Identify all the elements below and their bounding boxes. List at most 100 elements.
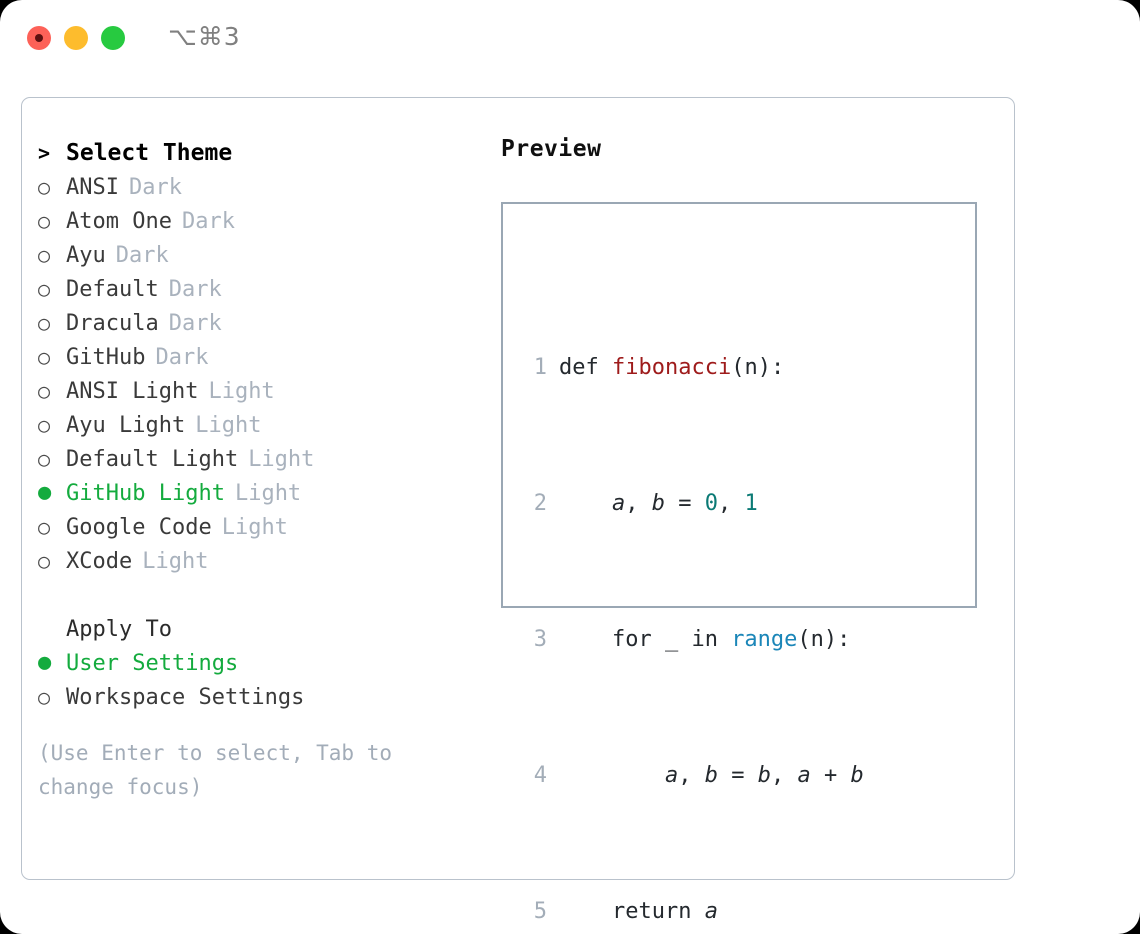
theme-name: Ayu Light xyxy=(66,412,186,438)
prompt-caret-icon: > xyxy=(38,141,51,165)
theme-variant: Dark xyxy=(181,208,235,234)
code-token: for _ in xyxy=(559,627,732,652)
radio-off-icon[interactable]: ○ xyxy=(38,209,51,233)
radio-off-icon[interactable]: ○ xyxy=(38,277,51,301)
theme-option-default-light[interactable]: ○ Default Light Light xyxy=(38,442,468,476)
theme-name: Default Light xyxy=(66,446,239,472)
radio-off-icon[interactable]: ○ xyxy=(38,413,51,437)
apply-to-option-user-settings[interactable]: ● User Settings xyxy=(38,646,468,680)
code-line: 4 a, b = b, a + b xyxy=(521,759,890,793)
code-line: 2 a, b = 0, 1 xyxy=(521,487,890,521)
apply-to-option-label: User Settings xyxy=(66,650,239,676)
code-token xyxy=(559,491,612,516)
preview-title: Preview xyxy=(501,136,602,162)
theme-option-ayu-light[interactable]: ○ Ayu Light Light xyxy=(38,408,468,442)
radio-off-icon[interactable]: ○ xyxy=(38,243,51,267)
theme-variant: Light xyxy=(208,378,275,404)
radio-on-icon[interactable]: ● xyxy=(38,650,52,675)
code-token: = xyxy=(717,763,758,788)
code-token: b xyxy=(704,763,718,788)
radio-off-icon[interactable]: ○ xyxy=(38,549,51,573)
code-token: a xyxy=(664,763,679,788)
code-token: + xyxy=(810,763,851,788)
theme-picker: > Select Theme ○ ANSI Dark ○ Atom One Da… xyxy=(38,136,468,804)
minimize-button[interactable] xyxy=(64,26,88,50)
apply-to-heading: Apply To xyxy=(38,612,468,646)
code-line: 1 def fibonacci(n): xyxy=(521,351,890,385)
theme-name: ANSI xyxy=(66,174,119,200)
code-token: , xyxy=(678,763,705,788)
code-token: b xyxy=(757,763,771,788)
section-spacer xyxy=(38,578,468,612)
theme-name: ANSI Light xyxy=(66,378,199,404)
radio-off-icon[interactable]: ○ xyxy=(38,515,51,539)
theme-variant: Light xyxy=(195,412,262,438)
radio-off-icon[interactable]: ○ xyxy=(38,345,51,369)
theme-option-google-code[interactable]: ○ Google Code Light xyxy=(38,510,468,544)
radio-off-icon[interactable]: ○ xyxy=(38,685,51,709)
theme-name: Atom One xyxy=(66,208,172,234)
title-bar: ⌥⌘3 xyxy=(0,0,1140,77)
code-token: def xyxy=(559,355,612,380)
radio-off-icon[interactable]: ○ xyxy=(38,379,51,403)
theme-variant: Dark xyxy=(128,174,182,200)
theme-option-ayu-dark[interactable]: ○ Ayu Dark xyxy=(38,238,468,272)
apply-to-option-workspace-settings[interactable]: ○ Workspace Settings xyxy=(38,680,468,714)
code-token: , xyxy=(625,491,652,516)
radio-on-icon[interactable]: ● xyxy=(38,480,52,505)
theme-option-github-light[interactable]: ● GitHub Light Light xyxy=(38,476,468,510)
theme-option-atom-one-dark[interactable]: ○ Atom One Dark xyxy=(38,204,468,238)
theme-name: Ayu xyxy=(66,242,106,268)
theme-variant: Light xyxy=(221,514,288,540)
window-controls xyxy=(27,26,125,50)
theme-option-github-dark[interactable]: ○ GitHub Dark xyxy=(38,340,468,374)
code-token: range xyxy=(731,627,798,652)
keyboard-shortcut-label: ⌥⌘3 xyxy=(168,22,241,51)
select-theme-label: Select Theme xyxy=(66,140,233,166)
code-token: 0 xyxy=(704,491,718,516)
maximize-button[interactable] xyxy=(101,26,125,50)
theme-option-ansi-dark[interactable]: ○ ANSI Dark xyxy=(38,170,468,204)
theme-variant: Dark xyxy=(115,242,169,268)
theme-name: GitHub xyxy=(66,344,146,370)
code-line: 5 return a xyxy=(521,895,890,929)
code-line: 3 for _ in range(n): xyxy=(521,623,890,657)
code-token: a xyxy=(797,763,811,788)
close-button[interactable] xyxy=(27,26,51,50)
theme-name: Google Code xyxy=(66,514,212,540)
theme-variant: Light xyxy=(142,548,209,574)
code-token: 1 xyxy=(744,491,758,516)
select-theme-heading: > Select Theme xyxy=(38,136,468,170)
theme-option-ansi-light[interactable]: ○ ANSI Light Light xyxy=(38,374,468,408)
theme-option-dracula-dark[interactable]: ○ Dracula Dark xyxy=(38,306,468,340)
code-token: (n): xyxy=(797,627,851,652)
theme-variant: Dark xyxy=(168,310,222,336)
theme-option-xcode[interactable]: ○ XCode Light xyxy=(38,544,468,578)
theme-name: GitHub Light xyxy=(66,480,225,506)
code-token: (n): xyxy=(731,355,785,380)
line-number: 2 xyxy=(533,491,547,516)
code-token: a xyxy=(704,899,718,924)
main-panel: > Select Theme ○ ANSI Dark ○ Atom One Da… xyxy=(21,97,1015,924)
line-number: 5 xyxy=(533,899,547,924)
code-token xyxy=(559,763,665,788)
code-token: = xyxy=(664,491,705,516)
radio-off-icon[interactable]: ○ xyxy=(38,175,51,199)
theme-name: Dracula xyxy=(66,310,159,336)
theme-variant: Light xyxy=(248,446,315,472)
apply-to-label: Apply To xyxy=(66,616,172,642)
theme-name: Default xyxy=(66,276,159,302)
code-token: , xyxy=(770,763,798,788)
code-token: fibonacci xyxy=(611,355,732,380)
radio-off-icon[interactable]: ○ xyxy=(38,311,51,335)
apply-to-option-label: Workspace Settings xyxy=(66,684,305,710)
radio-off-icon[interactable]: ○ xyxy=(38,447,51,471)
theme-option-default-dark[interactable]: ○ Default Dark xyxy=(38,272,468,306)
line-number: 1 xyxy=(533,355,547,380)
line-number: 3 xyxy=(533,627,547,652)
line-number: 4 xyxy=(533,763,547,788)
